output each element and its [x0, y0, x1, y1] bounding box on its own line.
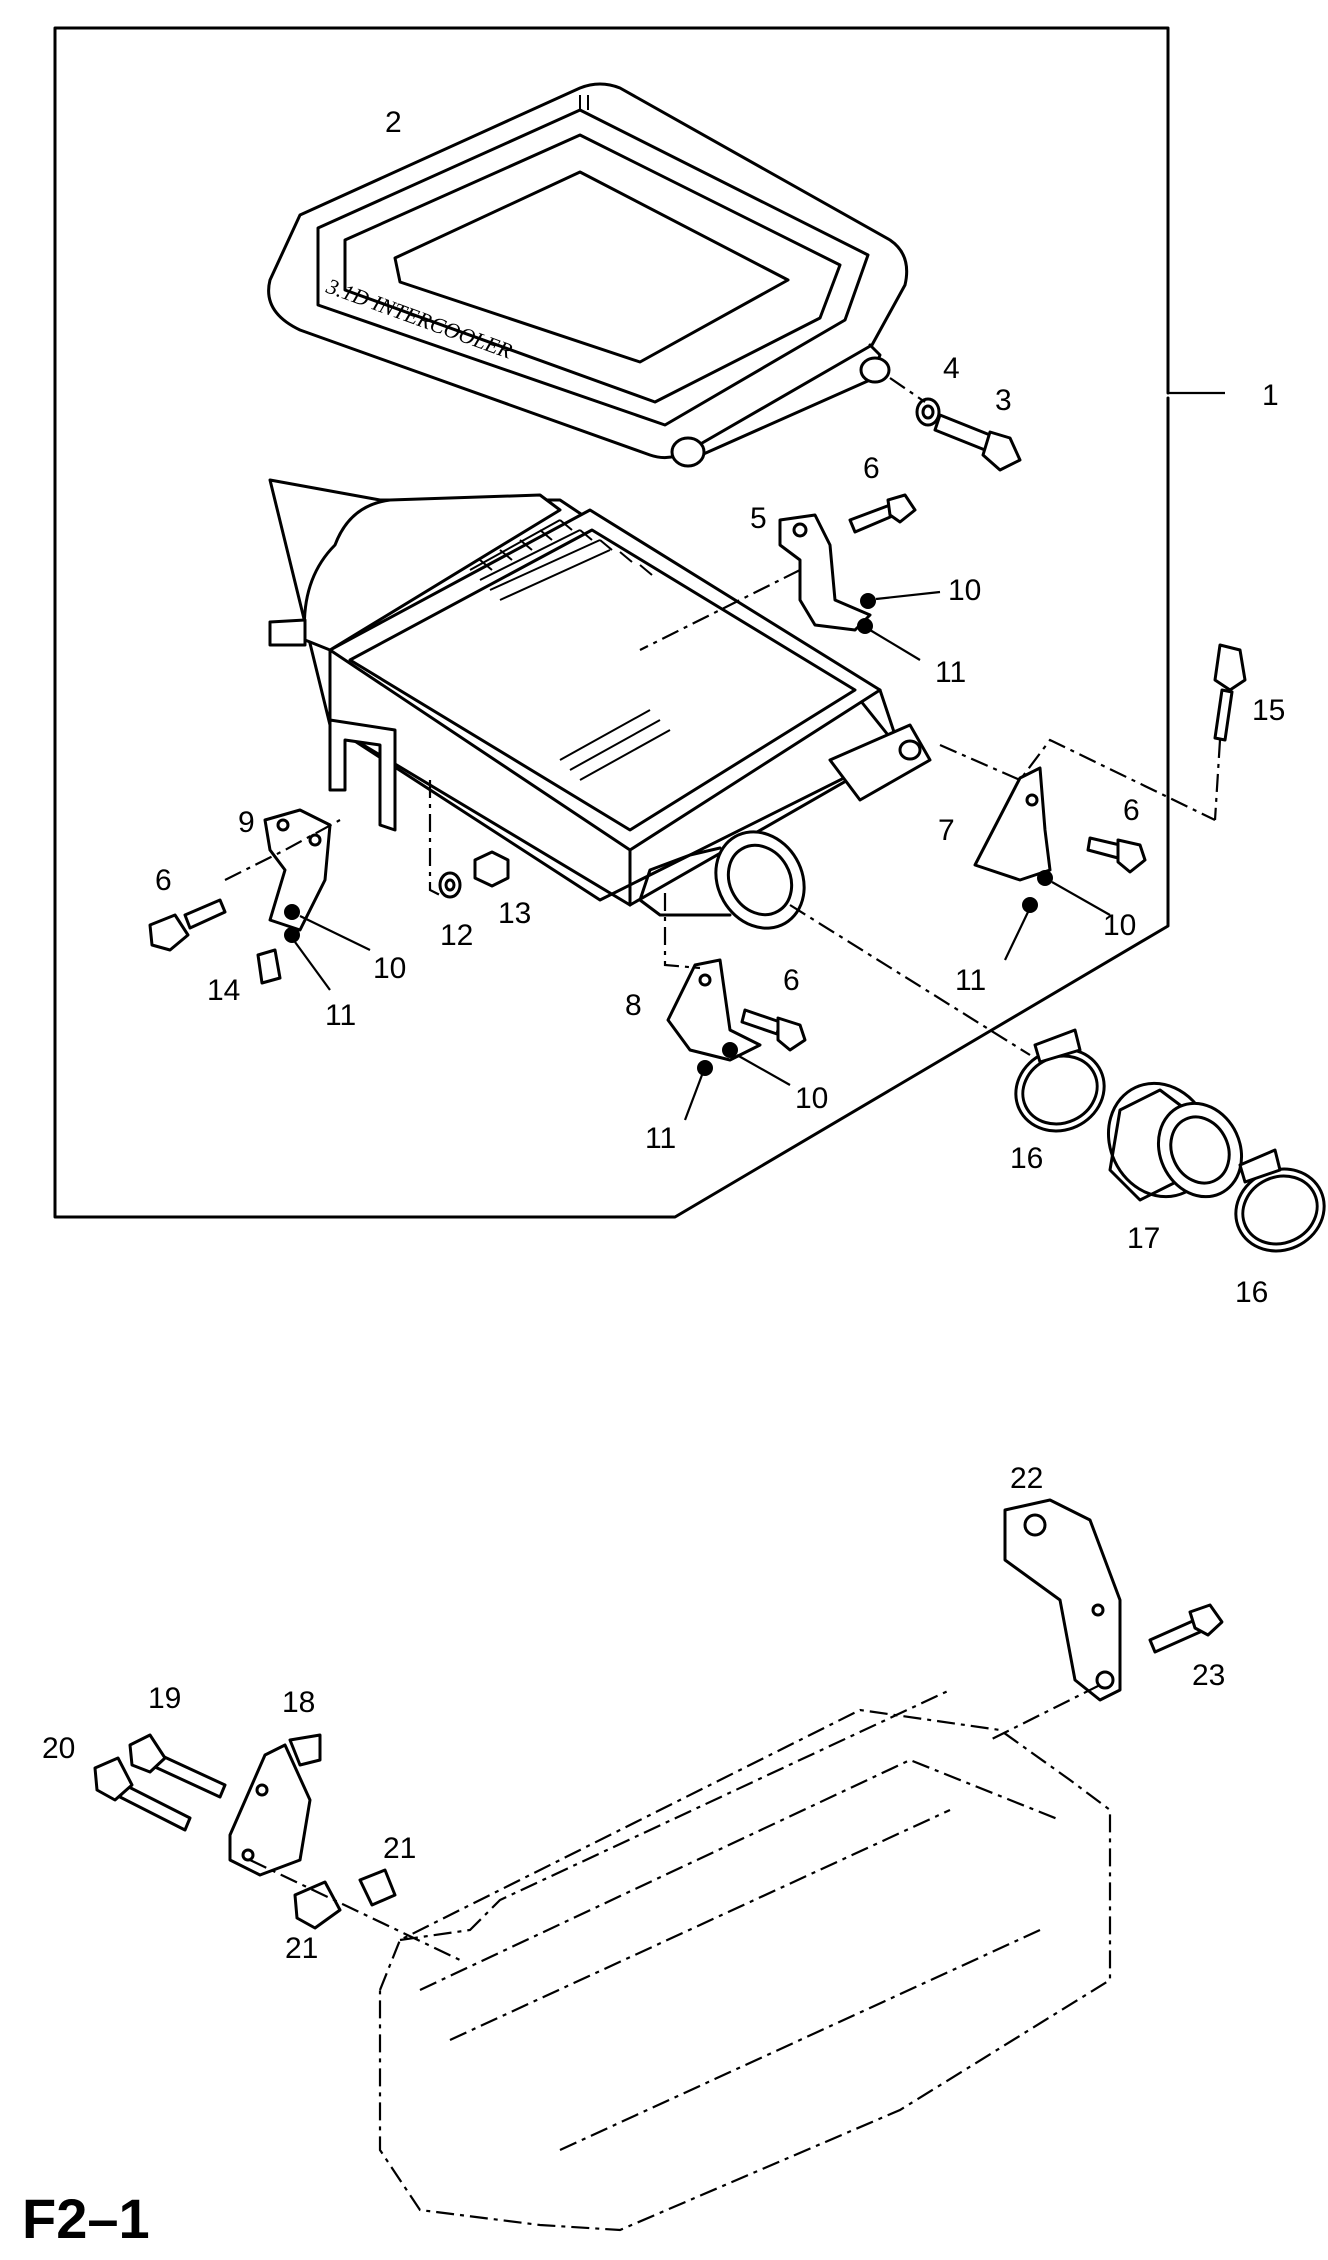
callout-11-lower: 11 [645, 1122, 676, 1155]
dowel-21-large [293, 1880, 342, 1930]
callout-15: 15 [1252, 694, 1285, 727]
assembly-frame [53, 26, 1170, 1219]
intercooler-core [268, 478, 932, 930]
stud-11-upper [857, 618, 873, 634]
nut-10-upper [860, 593, 876, 609]
nut-13 [473, 850, 510, 888]
bolt-15 [1213, 643, 1247, 742]
bracket-9 [263, 808, 332, 932]
bolt-20 [93, 1756, 192, 1832]
callout-14: 14 [207, 974, 240, 1007]
bracket-5 [778, 513, 872, 632]
callout-18: 18 [282, 1686, 315, 1719]
callout-10-right: 10 [1103, 909, 1136, 942]
callout-4: 4 [943, 352, 960, 385]
bolt-23 [1148, 1603, 1224, 1654]
callout-21-upper: 21 [383, 1832, 416, 1865]
spacer-14 [256, 948, 282, 985]
callout-11-left: 11 [325, 999, 356, 1032]
callout-9: 9 [238, 806, 255, 839]
clamp-16-upper [1014, 1028, 1106, 1133]
callout-1: 1 [1262, 379, 1279, 412]
callout-22: 22 [1010, 1462, 1043, 1495]
washer-4 [915, 397, 941, 427]
stud-11-left [284, 927, 300, 943]
stud-11-right [1022, 897, 1038, 913]
washer-12 [438, 871, 462, 899]
callout-6-left: 6 [155, 864, 172, 897]
bracket-22 [1003, 1498, 1122, 1702]
bolt-6-right [1086, 836, 1147, 874]
bolt-6-left [148, 898, 227, 952]
callout-6-right: 6 [1123, 794, 1140, 827]
callout-20: 20 [42, 1732, 75, 1765]
clamp-16-lower [1234, 1148, 1326, 1253]
nut-10-right [1037, 870, 1053, 886]
callout-11-upper: 11 [935, 656, 966, 689]
callout-5: 5 [750, 502, 767, 535]
callout-21-lower: 21 [285, 1932, 318, 1965]
bracket-8 [666, 958, 762, 1062]
bolt-6-upper [848, 493, 917, 534]
callout-16-upper: 16 [1010, 1142, 1043, 1175]
callout-12: 12 [440, 919, 473, 952]
callout-13: 13 [498, 897, 531, 930]
callout-11-right: 11 [955, 964, 986, 997]
bolt-6-lower [740, 1008, 807, 1052]
callout-10-upper: 10 [948, 574, 981, 607]
cylinder-head [378, 1689, 1112, 2232]
callout-10-left: 10 [373, 952, 406, 985]
callout-3: 3 [995, 384, 1012, 417]
callout-16-lower: 16 [1235, 1276, 1268, 1309]
stud-11-lower [697, 1060, 713, 1076]
callout-23: 23 [1192, 1659, 1225, 1692]
callout-2: 2 [385, 106, 402, 139]
hose-17 [1106, 1081, 1244, 1202]
callout-7: 7 [938, 814, 955, 847]
callout-6-lower: 6 [783, 964, 800, 997]
callout-17: 17 [1127, 1222, 1160, 1255]
callout-6-upper: 6 [863, 452, 880, 485]
bracket-7 [973, 766, 1052, 882]
nut-10-lower [722, 1042, 738, 1058]
page-title: F2–1 [22, 2187, 150, 2250]
bolt-3 [933, 413, 1022, 472]
intercooler-cover: 3.1D INTERCOOLER [267, 82, 909, 468]
bracket-18 [228, 1733, 322, 1877]
dowel-21-small [358, 1868, 397, 1907]
bolt-19 [128, 1733, 227, 1799]
nut-10-left [284, 904, 300, 920]
callout-10-lower: 10 [795, 1082, 828, 1115]
callout-8: 8 [625, 989, 642, 1022]
callout-19: 19 [148, 1682, 181, 1715]
